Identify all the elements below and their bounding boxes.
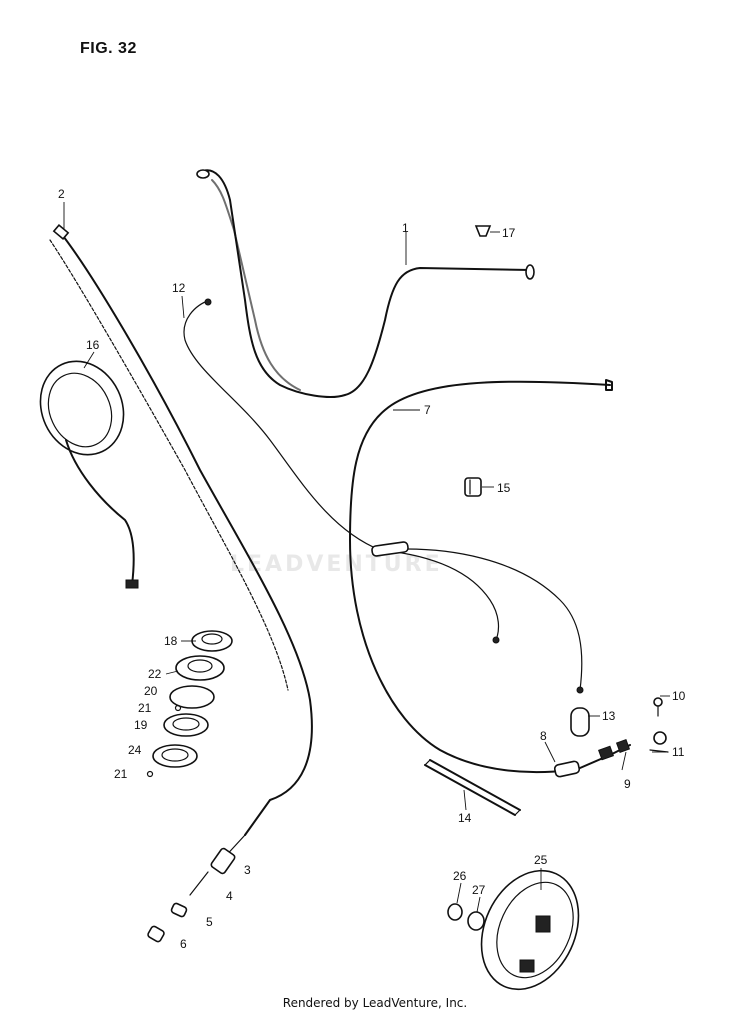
handlebar[interactable] [196,169,535,398]
callout-6: 6 [180,937,187,951]
callout-22: 22 [148,667,162,681]
callout-18: 18 [164,634,178,648]
callout-25: 25 [534,853,548,867]
callout-9: 9 [624,777,631,791]
callout-19: 19 [134,718,148,732]
strap[interactable] [424,759,521,816]
callout-7: 7 [424,403,431,417]
cable-end-fittings[interactable] [147,834,246,943]
callout-14: 14 [458,811,472,825]
callout-24: 24 [128,743,142,757]
clutch-cable[interactable] [349,379,613,774]
callout-21b: 21 [114,767,128,781]
callout-27: 27 [472,883,486,897]
footer-credit: Rendered by LeadVenture, Inc. [282,996,468,1010]
grip-end[interactable] [474,225,492,237]
callout-2: 2 [58,187,65,201]
cable-boot[interactable] [570,707,590,737]
callout-3: 3 [244,863,251,877]
watermark: LEADVENTURE [230,552,443,577]
callout-15: 15 [497,481,511,495]
cable-clip[interactable] [464,477,482,497]
callout-10: 10 [672,689,686,703]
bearing-stack[interactable] [146,630,233,778]
headlight[interactable] [463,855,597,1005]
callout-16: 16 [86,338,100,352]
callout-1: 1 [402,221,409,235]
cable-adjuster[interactable] [553,697,669,778]
callout-21a: 21 [138,701,152,715]
callout-13: 13 [602,709,616,723]
callout-labels: 1 2 3 4 5 6 7 8 9 10 11 12 13 14 15 16 1… [58,187,686,951]
callout-4: 4 [226,889,233,903]
figure-title: FIG. 32 [80,40,137,57]
callout-11: 11 [672,745,685,759]
callout-26: 26 [453,869,467,883]
mirror[interactable] [25,348,139,589]
leader-lines [63,202,670,913]
callout-12: 12 [172,281,186,295]
choke-cable[interactable] [183,298,584,694]
callout-20: 20 [144,684,158,698]
callout-5: 5 [206,915,213,929]
speedometer-cable[interactable] [49,223,313,836]
callout-17: 17 [502,226,516,240]
callout-8: 8 [540,729,547,743]
headlight-screw-set[interactable] [447,903,485,931]
